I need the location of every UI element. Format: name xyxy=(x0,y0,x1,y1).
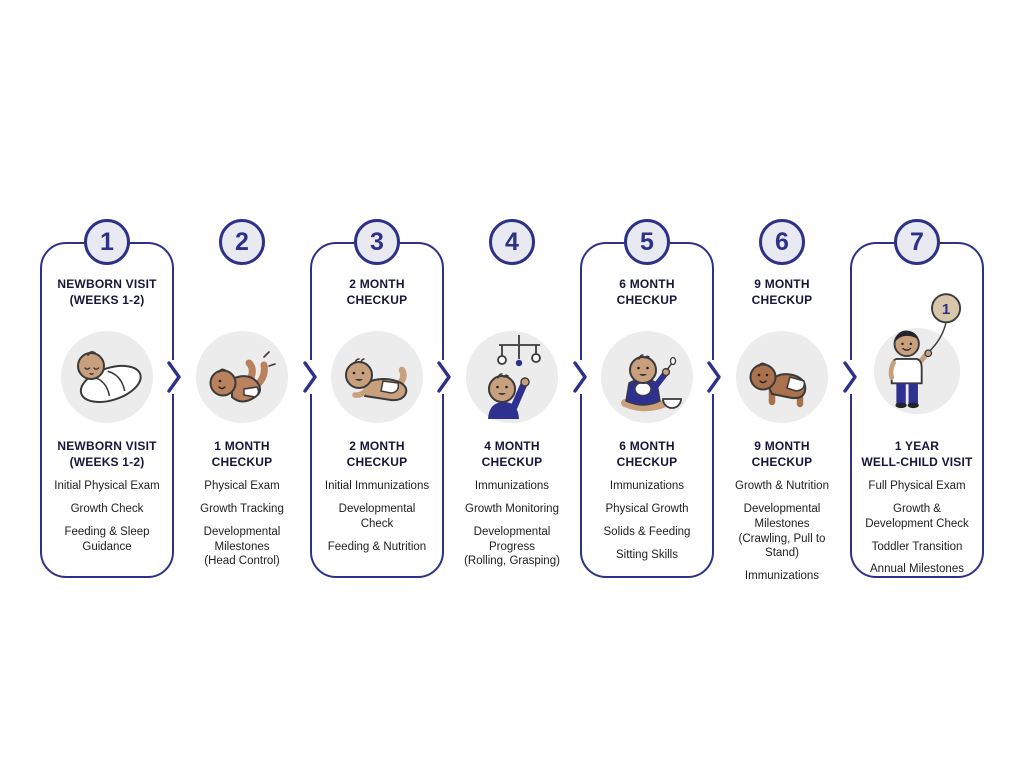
step-item: Feeding & Sleep Guidance xyxy=(64,525,150,553)
step-item: Initial Immunizations xyxy=(324,480,430,493)
step-item: Solids & Feeding xyxy=(603,525,691,538)
step-item: Initial Physical Exam xyxy=(54,480,160,493)
step-item: Developmental Check xyxy=(338,503,416,530)
chevron-right-icon xyxy=(841,360,859,394)
chevron-right-icon xyxy=(705,360,723,394)
step-item: Immunizations xyxy=(744,569,820,582)
step-title: 2 MONTH CHECKUP xyxy=(346,439,408,470)
toddler-with-balloon-icon: 1 xyxy=(873,293,962,415)
kicking-baby-icon xyxy=(196,331,288,423)
step-number-badge: 4 xyxy=(489,219,535,265)
step-number-badge: 5 xyxy=(624,219,670,265)
step-item: Physical Exam xyxy=(204,480,280,493)
baby-with-mobile-icon xyxy=(466,331,558,423)
step-title: 4 MONTH CHECKUP xyxy=(481,439,543,470)
step-top-header: 6 MONTH CHECKUP xyxy=(616,277,678,307)
step-details: 1 YEAR WELL-CHILD VISIT Full Physical Ex… xyxy=(850,438,984,585)
step-number-badge: 1 xyxy=(84,219,130,265)
step-item: Sitting Skills xyxy=(616,548,678,561)
step-top-header: 2 MONTH CHECKUP xyxy=(346,277,408,307)
swaddled-newborn-icon xyxy=(61,331,153,423)
sitting-baby-feeding-icon xyxy=(601,331,693,423)
step-number-badge: 2 xyxy=(219,219,265,265)
step-number-badge: 3 xyxy=(354,219,400,265)
step-item: Immunizations xyxy=(474,480,550,493)
chevron-right-icon xyxy=(571,360,589,394)
step-item: Developmental Milestones (Head Control) xyxy=(203,525,281,568)
step-number-badge: 7 xyxy=(894,219,940,265)
step-title: 1 MONTH CHECKUP xyxy=(211,439,273,470)
step-details: 9 MONTH CHECKUP Growth & Nutrition Devel… xyxy=(715,438,849,592)
step-item: Growth Tracking xyxy=(200,503,284,516)
step-item: Full Physical Exam xyxy=(868,480,966,493)
step-item: Annual Milestones xyxy=(870,563,964,576)
step-details: 6 MONTH CHECKUP Immunizations Physical G… xyxy=(580,438,714,570)
crawling-baby-icon xyxy=(736,331,828,423)
step-title: 6 MONTH CHECKUP xyxy=(616,439,678,470)
step-item: Growth & Development Check xyxy=(865,503,969,530)
tummy-time-baby-icon xyxy=(331,331,423,423)
step-item: Developmental Progress (Rolling, Graspin… xyxy=(464,525,560,568)
chevron-right-icon xyxy=(165,360,183,394)
step-item: Growth Check xyxy=(70,503,144,516)
step-item: Physical Growth xyxy=(605,503,689,516)
step-details: NEWBORN VISIT (WEEKS 1-2) Initial Physic… xyxy=(40,438,174,562)
step-item: Developmental Milestones (Crawling, Pull… xyxy=(738,503,826,560)
step-number-badge: 6 xyxy=(759,219,805,265)
step-details: 1 MONTH CHECKUP Physical Exam Growth Tra… xyxy=(175,438,309,577)
step-top-header: 9 MONTH CHECKUP xyxy=(751,277,813,307)
step-item: Growth Monitoring xyxy=(465,503,559,516)
chevron-right-icon xyxy=(435,360,453,394)
chevron-right-icon xyxy=(301,360,319,394)
step-item: Immunizations xyxy=(609,480,685,493)
step-title: 1 YEAR WELL-CHILD VISIT xyxy=(861,439,973,470)
step-details: 4 MONTH CHECKUP Immunizations Growth Mon… xyxy=(445,438,579,577)
step-details: 2 MONTH CHECKUP Initial Immunizations De… xyxy=(310,438,444,562)
step-title: NEWBORN VISIT (WEEKS 1-2) xyxy=(57,439,157,470)
step-item: Feeding & Nutrition xyxy=(327,540,427,553)
balloon-number-label: 1 xyxy=(942,301,950,318)
step-item: Toddler Transition xyxy=(871,540,963,553)
step-title: 9 MONTH CHECKUP xyxy=(751,439,813,470)
step-top-header: NEWBORN VISIT (WEEKS 1-2) xyxy=(57,277,157,307)
step-item: Growth & Nutrition xyxy=(735,480,829,493)
